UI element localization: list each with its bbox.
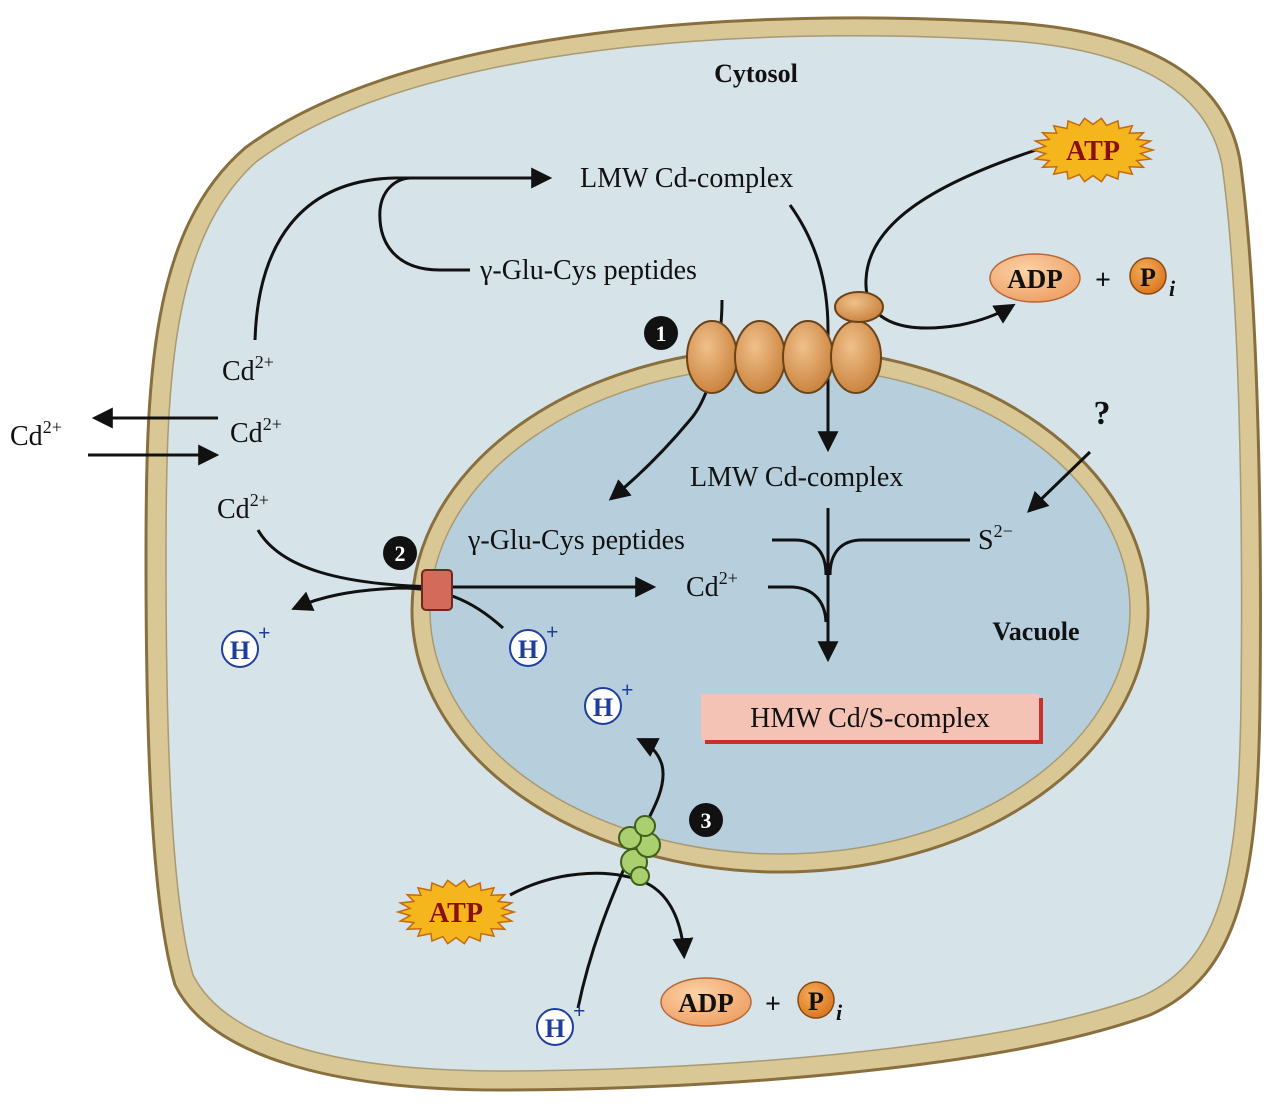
adp-pi-top: ADP + P i xyxy=(989,253,1176,303)
hmw-box xyxy=(701,694,1039,740)
arrow-lmw-into-vacuole xyxy=(788,204,839,453)
proton-charge: + xyxy=(621,677,634,702)
arrow-proton-out-of-vacuole xyxy=(291,586,505,630)
line-cd-merge xyxy=(768,585,828,623)
vacuole-label: Vacuole xyxy=(992,617,1079,646)
line-glucys-merge xyxy=(772,538,828,576)
atp-burst-top: ATP xyxy=(1030,117,1156,183)
phosphate-subscript: i xyxy=(1169,276,1176,301)
transporter-subunit xyxy=(830,320,882,394)
arrow-cd-to-lmw xyxy=(253,167,553,341)
step-number: 1 xyxy=(656,321,667,346)
cd-cytosol-lower-label: Cd2+ xyxy=(217,490,269,525)
transporter-atp-domain xyxy=(834,291,884,323)
atp-burst-bottom: ATP xyxy=(395,879,517,945)
hmw-complex-label: HMW Cd/S-complex xyxy=(750,703,990,734)
proton-circle xyxy=(584,687,622,725)
proton-label: H xyxy=(593,693,613,722)
cd-outside-label: Cd2+ xyxy=(10,417,62,452)
proton-vacuole-lower: H + xyxy=(584,677,634,725)
step-number: 2 xyxy=(395,541,406,566)
pump-lobe xyxy=(634,815,656,837)
proton-label: H xyxy=(230,636,250,665)
phosphate-label: P xyxy=(1140,263,1156,292)
adp-oval xyxy=(660,977,752,1027)
unknown-source-label: ? xyxy=(1094,395,1111,432)
pump-lobe xyxy=(630,866,650,886)
proton-circle xyxy=(221,630,259,668)
lmw-complex-cytosol-label: LMW Cd-complex xyxy=(580,163,793,194)
phosphate-circle xyxy=(1129,257,1167,295)
adp-label: ADP xyxy=(1007,264,1063,294)
lmw-complex-vacuole-label: LMW Cd-complex xyxy=(690,462,903,493)
glucys-peptides-cytosol-label: γ-Glu-Cys peptides xyxy=(479,255,697,286)
cytosol-label: Cytosol xyxy=(714,59,798,88)
transporter-subunit xyxy=(734,320,786,394)
proton-charge: + xyxy=(546,619,559,644)
proton-circle xyxy=(509,629,547,667)
proton-cytosol-left: H + xyxy=(221,620,271,668)
proton-circle xyxy=(536,1008,574,1046)
v-atpase-pump xyxy=(618,815,661,886)
line-sulfide-merge xyxy=(828,538,970,576)
phosphate-subscript: i xyxy=(836,1000,843,1025)
phosphate-circle xyxy=(797,981,835,1019)
plus-sign: + xyxy=(1095,265,1111,296)
sulfide-label: S2− xyxy=(978,521,1013,556)
adp-pi-bottom: ADP + P i xyxy=(660,977,843,1027)
adp-label: ADP xyxy=(678,988,734,1018)
adp-oval xyxy=(989,253,1081,303)
atp-label: ATP xyxy=(1066,136,1120,167)
cd-cytosol-upper-label: Cd2+ xyxy=(222,352,274,387)
arrow-cd-into-vacuole xyxy=(256,529,657,598)
transporter-subunit xyxy=(782,320,834,394)
arrow-glucys-join xyxy=(378,176,470,272)
step-number: 3 xyxy=(701,808,712,833)
proton-cytosol-bottom: H + xyxy=(536,998,586,1046)
phosphate-label: P xyxy=(808,987,824,1016)
step-marker-3: 3 xyxy=(689,803,723,837)
abc-transporter xyxy=(686,291,884,394)
proton-charge: + xyxy=(573,998,586,1023)
hmw-complex-box: HMW Cd/S-complex xyxy=(701,694,1043,744)
step-marker-1: 1 xyxy=(644,316,678,350)
arrow-unknown-to-sulfide xyxy=(1026,450,1092,513)
cd-vacuole-label: Cd2+ xyxy=(686,568,738,603)
proton-label: H xyxy=(545,1014,565,1043)
proton-charge: + xyxy=(258,620,271,645)
glucys-peptides-vacuole-label: γ-Glu-Cys peptides xyxy=(467,525,685,556)
atp-label: ATP xyxy=(429,898,483,929)
proton-label: H xyxy=(518,635,538,664)
cd-proton-antiporter xyxy=(421,569,453,611)
atp-burst-shape xyxy=(395,879,517,945)
vacuole-region xyxy=(429,365,1131,855)
pump-lobe xyxy=(618,826,642,850)
proton-vacuole-middle: H + xyxy=(509,619,559,667)
transporter-subunit xyxy=(686,320,738,394)
step-marker-2: 2 xyxy=(383,536,417,570)
atp-burst-shape xyxy=(1030,117,1156,183)
cd-cytosol-mid-label: Cd2+ xyxy=(230,414,282,449)
plus-sign: + xyxy=(765,989,781,1020)
